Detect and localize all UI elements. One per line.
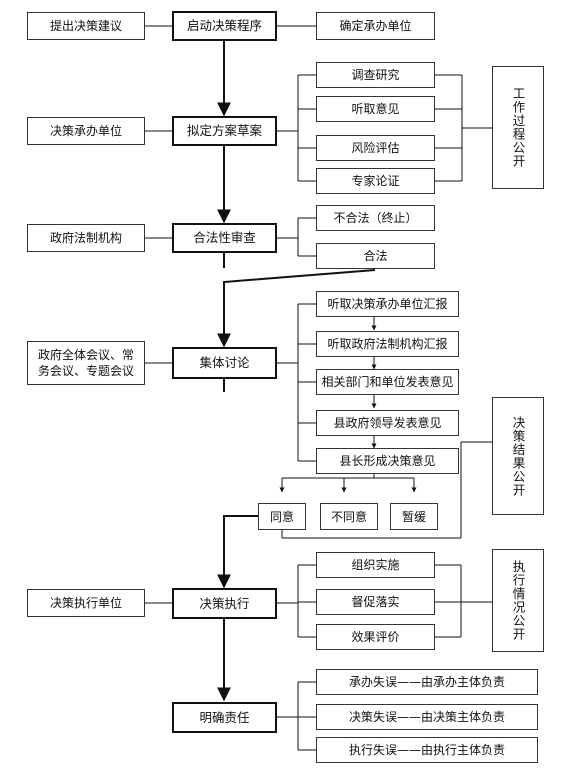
execute-step: 督促落实: [316, 589, 435, 615]
discuss-step: 相关部门和单位发表意见: [316, 369, 459, 395]
execution-publicity-box: 执行情况公开: [492, 549, 544, 652]
meetings-line-1: 政府全体会议、常: [37, 348, 134, 362]
stage-execute: 决策执行: [172, 588, 277, 619]
draft-step: 听取意见: [316, 96, 435, 122]
execute-step: 效果评价: [316, 624, 435, 650]
confirm-unit-box: 确定承办单位: [316, 12, 435, 40]
stage-draft: 拟定方案草案: [172, 116, 277, 146]
result-publicity-box: 决策结果公开: [492, 397, 544, 515]
stage-review: 合法性审查: [172, 223, 277, 253]
result-publicity-text: 决策结果公开: [510, 415, 526, 497]
outcome-postpone: 暂缓: [390, 503, 438, 530]
review-illegal-box: 不合法（终止）: [316, 205, 435, 231]
proposal-box: 提出决策建议: [27, 12, 145, 40]
stage-start: 启动决策程序: [172, 11, 277, 41]
execution-publicity-text: 执行情况公开: [510, 560, 526, 641]
meetings-box: 政府全体会议、常 务会议、专题会议: [27, 341, 145, 385]
stage-accountability: 明确责任: [172, 702, 277, 733]
process-publicity-box: 工作过程公开: [492, 66, 544, 189]
legal-org-box: 政府法制机构: [27, 224, 145, 252]
accountability-item: 执行失误——由执行主体负责: [316, 737, 538, 763]
accountability-item: 承办失误——由承办主体负责: [316, 669, 538, 695]
discuss-step: 县政府领导发表意见: [316, 410, 459, 436]
draft-step: 调查研究: [316, 62, 435, 88]
draft-step: 风险评估: [316, 135, 435, 161]
accountability-item: 决策失误——由决策主体负责: [316, 704, 538, 730]
outcome-agree: 同意: [258, 503, 306, 530]
discuss-step: 县长形成决策意见: [316, 448, 459, 474]
process-publicity-text: 工作过程公开: [510, 87, 526, 168]
draft-step: 专家论证: [316, 168, 435, 194]
discuss-step: 听取政府法制机构汇报: [316, 331, 459, 357]
execute-step: 组织实施: [316, 552, 435, 578]
discuss-step: 听取决策承办单位汇报: [316, 291, 459, 317]
undertaking-unit-box: 决策承办单位: [27, 117, 145, 145]
meetings-line-2: 务会议、专题会议: [37, 364, 134, 378]
review-legal-box: 合法: [316, 243, 435, 269]
stage-discuss: 集体讨论: [172, 347, 277, 379]
executing-unit-box: 决策执行单位: [27, 589, 145, 617]
outcome-disagree: 不同意: [320, 503, 378, 530]
